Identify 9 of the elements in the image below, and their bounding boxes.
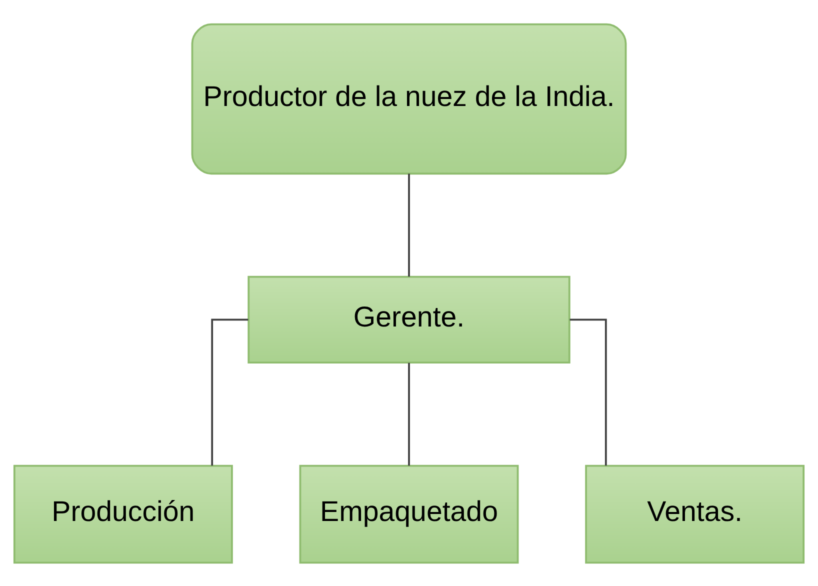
connector xyxy=(408,362,410,466)
connector xyxy=(211,318,248,466)
node-box: Productor de la nuez de la India. xyxy=(191,22,627,174)
connector xyxy=(408,173,410,276)
connector xyxy=(570,318,607,466)
node-box: Producción xyxy=(13,464,233,564)
node-box: Ventas. xyxy=(585,464,805,564)
node-box: Gerente. xyxy=(248,275,570,364)
node-box: Empaquetado xyxy=(299,464,519,564)
